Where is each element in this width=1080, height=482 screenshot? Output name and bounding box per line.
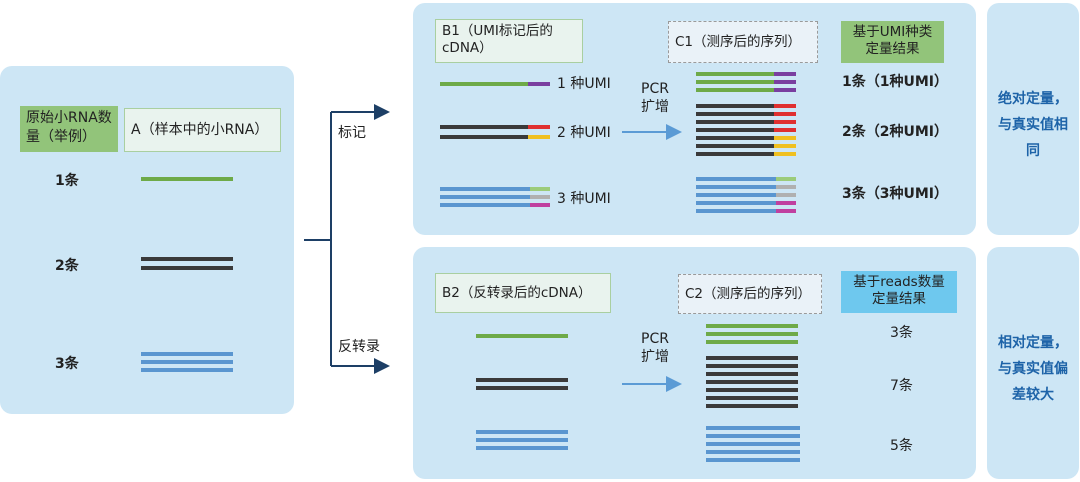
umi3-strand bbox=[440, 187, 530, 191]
c1-strand bbox=[696, 193, 776, 197]
c2-strand bbox=[706, 458, 800, 462]
umi-result-1: 1条（1种UMI） bbox=[842, 74, 948, 90]
b2-label: B2（反转录后的cDNA） bbox=[435, 273, 611, 313]
original-blue-strand bbox=[141, 360, 233, 364]
c2-strand bbox=[706, 426, 800, 430]
umi-tag-lightgreen bbox=[776, 177, 796, 181]
reads-result-2: 7条 bbox=[890, 378, 913, 394]
c2-strand bbox=[706, 380, 798, 384]
branch-arrow bbox=[304, 104, 390, 374]
umi1-strand bbox=[440, 82, 528, 86]
branch-label-umi: 标记 bbox=[338, 125, 366, 141]
c1-strand bbox=[696, 72, 774, 76]
bottom-outcome-panel bbox=[987, 247, 1079, 479]
umi-tag-purple bbox=[774, 72, 796, 76]
umi-tag-red bbox=[774, 128, 796, 132]
c2-label: C2（测序后的序列） bbox=[678, 274, 822, 314]
umi2-strand bbox=[440, 125, 528, 129]
umi-tag-yellow bbox=[774, 136, 796, 140]
b2-blue-strand bbox=[476, 438, 568, 442]
umi-result-2: 2条（2种UMI） bbox=[842, 124, 948, 140]
c1-strand bbox=[696, 152, 774, 156]
count-1: 1条 bbox=[55, 173, 79, 189]
c2-strand bbox=[706, 396, 798, 400]
b2-blue-strand bbox=[476, 430, 568, 434]
umi-tag-magenta bbox=[530, 203, 550, 207]
c1-strand bbox=[696, 136, 774, 140]
c1-strand bbox=[696, 144, 774, 148]
top-outcome-panel bbox=[987, 3, 1079, 235]
c1-strand bbox=[696, 185, 776, 189]
umi-tag-red bbox=[774, 120, 796, 124]
c2-strand bbox=[706, 434, 800, 438]
c1-strand bbox=[696, 120, 774, 124]
c1-strand bbox=[696, 88, 774, 92]
c2-strand bbox=[706, 332, 798, 336]
c2-strand bbox=[706, 442, 800, 446]
c2-strand bbox=[706, 364, 798, 368]
c1-strand bbox=[696, 112, 774, 116]
umi-tag-gray bbox=[776, 185, 796, 189]
c2-strand bbox=[706, 324, 798, 328]
pcr-label-bottom: PCR扩增 bbox=[641, 331, 669, 365]
c2-strand bbox=[706, 340, 798, 344]
umi-tag-magenta bbox=[776, 209, 796, 213]
umi-tag-purple bbox=[774, 80, 796, 84]
original-dark-strand bbox=[141, 266, 233, 270]
c1-strand bbox=[696, 209, 776, 213]
c1-strand bbox=[696, 201, 776, 205]
umi3-strand bbox=[440, 203, 530, 207]
umi-tag-magenta bbox=[776, 201, 796, 205]
b1-label: B1（UMI标记后的cDNA） bbox=[435, 19, 583, 63]
umi-result-3: 3条（3种UMI） bbox=[842, 186, 948, 202]
c2-strand bbox=[706, 372, 798, 376]
c2-strand bbox=[706, 404, 798, 408]
umi-tag-lightgreen bbox=[530, 187, 550, 191]
b2-dark-strand bbox=[476, 386, 568, 390]
umi3-strand bbox=[440, 195, 530, 199]
top-outcome-text: 绝对定量，与真实值相同 bbox=[998, 91, 1068, 159]
umi-tag-red bbox=[774, 104, 796, 108]
umi-tag-gray bbox=[776, 193, 796, 197]
umi-label-3: 3 种UMI bbox=[557, 191, 611, 207]
umi-tag-purple bbox=[774, 88, 796, 92]
c1-strand bbox=[696, 104, 774, 108]
c1-label: C1（测序后的序列） bbox=[668, 21, 818, 63]
bottom-outcome-text: 相对定量，与真实值偏差较大 bbox=[998, 335, 1068, 403]
b2-dark-strand bbox=[476, 378, 568, 382]
c2-strand bbox=[706, 388, 798, 392]
reads-result-3: 5条 bbox=[890, 438, 913, 454]
count-2: 2条 bbox=[55, 258, 79, 274]
umi-label-2: 2 种UMI bbox=[557, 125, 611, 141]
umi-label-1: 1 种UMI bbox=[557, 76, 611, 92]
b2-blue-strand bbox=[476, 446, 568, 450]
original-blue-strand bbox=[141, 368, 233, 372]
c2-strand bbox=[706, 356, 798, 360]
umi-tag-yellow bbox=[774, 144, 796, 148]
original-green-strand bbox=[141, 177, 233, 181]
original-dark-strand bbox=[141, 257, 233, 261]
c1-strand bbox=[696, 128, 774, 132]
umi-result-header: 基于UMI种类定量结果 bbox=[841, 21, 944, 63]
reads-result-1: 3条 bbox=[890, 325, 913, 341]
count-3: 3条 bbox=[55, 356, 79, 372]
umi-tag-gray bbox=[530, 195, 550, 199]
sample-label: A（样本中的小RNA） bbox=[124, 108, 281, 152]
umi-tag-purple bbox=[528, 82, 550, 86]
reads-result-header: 基于reads数量定量结果 bbox=[841, 271, 957, 313]
umi-tag-red bbox=[528, 125, 550, 129]
original-count-header: 原始小RNA数量（举例） bbox=[20, 106, 118, 152]
umi-tag-red bbox=[774, 112, 796, 116]
umi2-strand bbox=[440, 135, 528, 139]
pcr-label-top: PCR扩增 bbox=[641, 81, 669, 115]
b2-green-strand bbox=[476, 334, 568, 338]
branch-label-rt: 反转录 bbox=[338, 339, 380, 355]
umi-tag-yellow bbox=[528, 135, 550, 139]
c1-strand bbox=[696, 80, 774, 84]
umi-tag-yellow bbox=[774, 152, 796, 156]
c1-strand bbox=[696, 177, 776, 181]
original-blue-strand bbox=[141, 352, 233, 356]
c2-strand bbox=[706, 450, 800, 454]
